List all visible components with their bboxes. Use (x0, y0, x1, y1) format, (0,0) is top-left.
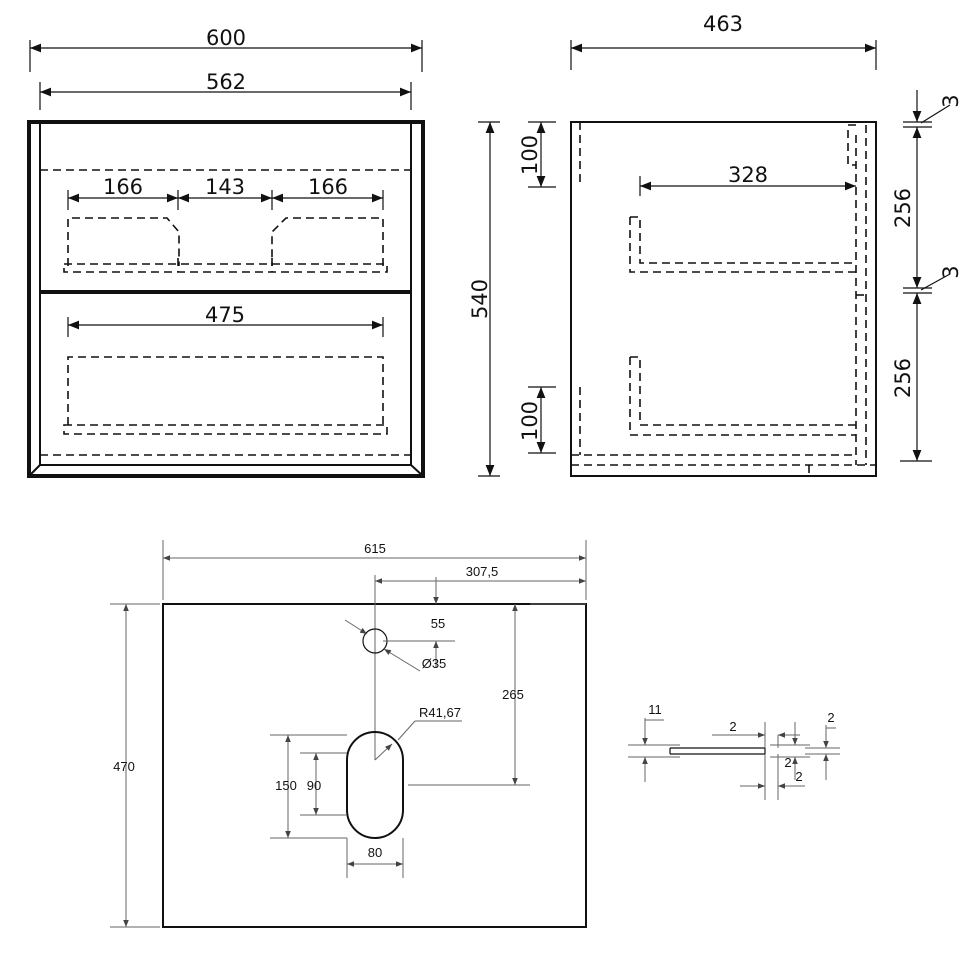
dim-groove-d: 2 (795, 769, 802, 784)
dim-top-depth: 470 (113, 759, 135, 774)
dim-lower-drawer: 256 (891, 358, 915, 398)
dim-groove-a: 2 (729, 719, 736, 734)
dim-gap-mid: 3 (939, 265, 963, 278)
basin-outline (346, 731, 404, 839)
profile-detail: 11 2 2 2 2 (628, 702, 840, 800)
dim-overall-width: 600 (206, 26, 246, 50)
dim-bottom-drawer: 475 (205, 303, 245, 327)
dim-basin-straight: 90 (307, 778, 321, 793)
dim-half-width: 307,5 (466, 564, 499, 579)
dim-height: 540 (468, 279, 492, 319)
dim-bottom-rail: 100 (518, 401, 542, 441)
dim-profile-thickness: 11 (648, 702, 662, 717)
dim-gap-left: 166 (103, 175, 143, 199)
dim-tap-offset: 55 (431, 616, 445, 631)
dim-groove-c: 2 (827, 710, 834, 725)
dim-groove-b: 2 (784, 755, 791, 770)
dim-drawer-depth: 328 (728, 163, 768, 187)
dim-basin-length: 150 (275, 778, 297, 793)
dim-gap-top: 3 (939, 94, 963, 107)
dim-upper-drawer: 256 (891, 188, 915, 228)
front-view: 600 562 166 143 166 (27, 26, 500, 478)
dim-basin-offset: 265 (502, 687, 524, 702)
dim-basin-radius: R41,67 (419, 705, 461, 720)
dim-inner-width: 562 (206, 70, 246, 94)
cabinet-outline (27, 120, 425, 478)
dim-gap-right: 166 (308, 175, 348, 199)
side-outline (570, 121, 877, 477)
top-view: 615 307,5 470 55 Ø35 265 R41,67 (110, 540, 587, 928)
dim-top-rail: 100 (518, 135, 542, 175)
dim-basin-width: 80 (368, 845, 382, 860)
side-view: 463 100 100 328 (518, 12, 963, 477)
dim-tap-diameter: Ø35 (422, 656, 447, 671)
dim-top-width: 615 (364, 541, 386, 556)
dim-depth: 463 (703, 12, 743, 36)
dim-gap-mid: 143 (205, 175, 245, 199)
